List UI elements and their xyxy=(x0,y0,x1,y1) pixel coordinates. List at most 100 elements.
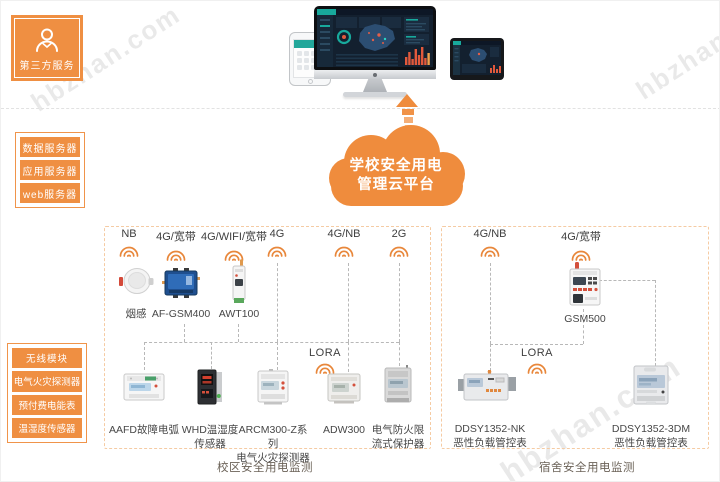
up-arrow-icon xyxy=(396,94,418,107)
module-legend-group: 无线模块 电气火灾探测器 预付费电能表 温湿度传感器 xyxy=(7,343,87,443)
connector-line xyxy=(238,324,239,342)
wifi-signal-icon xyxy=(267,246,287,257)
device-label-line2: 传感器 xyxy=(194,438,226,450)
signal-4g-broadband-dorm: 4G/宽带 xyxy=(536,228,626,267)
signal-label: 2G xyxy=(391,228,407,240)
third-party-label: 第三方服务 xyxy=(19,61,75,72)
lora-badge-dorm: LORA xyxy=(507,347,567,380)
dorm-zone-box xyxy=(441,226,709,449)
module-chip-wireless: 无线模块 xyxy=(12,348,82,369)
device-label-arcm300: ARCM300-Z系列 电气火灾探测器 xyxy=(235,423,311,465)
af-gsm400-device-image xyxy=(162,268,200,298)
third-party-inner-frame: 第三方服务 xyxy=(14,18,80,78)
wifi-signal-icon xyxy=(224,250,244,261)
signal-label: 4G/WIFI/宽带 xyxy=(201,231,267,243)
device-label-line2: 恶性负载管控表 xyxy=(614,437,688,449)
signal-label: 4G/NB xyxy=(473,228,507,240)
horizontal-divider xyxy=(1,108,719,109)
server-chip-data: 数据服务器 xyxy=(20,137,80,157)
user-icon xyxy=(36,28,58,52)
connector-bus-line xyxy=(144,342,399,343)
connector-line xyxy=(184,324,185,342)
awt100-device-image xyxy=(232,259,246,303)
wifi-signal-icon xyxy=(527,363,547,374)
lora-label: LORA xyxy=(521,347,553,359)
device-label-gsm500: GSM500 xyxy=(564,313,606,325)
brand-logo-dot xyxy=(373,72,377,77)
connector-line xyxy=(599,280,655,281)
connector-line xyxy=(583,309,584,344)
adw300-device-image xyxy=(327,373,361,404)
phone-app-header xyxy=(294,40,326,48)
signal-nb: NB xyxy=(84,228,174,263)
device-label-ddsy1352-nk: DDSY1352-NK 恶性负载管控表 xyxy=(445,422,535,450)
campus-zone-caption: 校区安全用电监测 xyxy=(217,462,313,474)
connector-line xyxy=(490,263,491,344)
signal-label: 4G xyxy=(269,228,285,240)
device-label-line1: ADW300 xyxy=(322,424,365,436)
signal-4g-broadband: 4G/宽带 xyxy=(131,228,221,267)
connector-line xyxy=(655,280,656,366)
connector-line xyxy=(348,342,349,372)
signal-label: 4G/宽带 xyxy=(561,231,601,243)
device-label-line2: 流式保护器 xyxy=(371,438,425,450)
connector-line xyxy=(211,342,212,369)
cloud-shape xyxy=(329,125,465,206)
signal-label: NB xyxy=(121,228,137,240)
connector-line xyxy=(144,342,145,370)
monitor-screen xyxy=(314,6,436,70)
server-chip-app: 应用服务器 xyxy=(20,160,80,180)
signal-4g-nb-dorm: 4G/NB xyxy=(445,228,535,263)
device-label-line1: ARCM300-Z系列 xyxy=(238,424,308,450)
device-label-line2: 电气火灾探测器 xyxy=(236,452,310,464)
connector-line xyxy=(348,263,349,342)
device-label-limiting-protector: 电气防火限 流式保护器 xyxy=(360,423,436,451)
wifi-signal-icon xyxy=(119,246,139,257)
monitor-device-image xyxy=(314,6,436,97)
cloud-platform-title: 学校安全用电 管理云平台 xyxy=(319,157,473,195)
device-label-awt100: AWT100 xyxy=(218,308,260,320)
device-label-line1: DDSY1352-NK xyxy=(454,423,526,435)
connector-bus-line xyxy=(490,344,583,345)
monitor-stand xyxy=(363,79,387,92)
arcm300-device-image xyxy=(257,369,289,405)
connector-line xyxy=(490,344,491,371)
connector-line xyxy=(399,342,400,366)
dorm-zone-caption: 宿舍安全用电监测 xyxy=(539,462,635,474)
device-label-line1: DDSY1352-3DM xyxy=(611,423,691,435)
connector-line xyxy=(277,263,278,342)
device-label-line1: WHD温湿度 xyxy=(181,424,239,436)
monitor-chin xyxy=(314,70,436,79)
campus-zone-box xyxy=(104,226,431,449)
current-limiting-protector-image xyxy=(384,365,412,403)
lora-badge-campus: LORA xyxy=(295,347,355,380)
device-label-aafd: AAFD故障电弧 xyxy=(106,423,182,437)
ddsy1352-nk-device-image xyxy=(458,370,516,401)
signal-4g: 4G xyxy=(232,228,322,263)
cloud-title-line2: 管理云平台 xyxy=(357,177,435,193)
tablet-device-image xyxy=(450,38,504,80)
device-label-whd: WHD温湿度 传感器 xyxy=(172,423,248,451)
signal-4g-nb: 4G/NB xyxy=(299,228,389,263)
arrow-tail-segment xyxy=(402,109,414,115)
connector-line xyxy=(399,263,400,342)
device-label-smoke: 烟感 xyxy=(125,308,147,320)
module-chip-temp-humidity: 温湿度传感器 xyxy=(12,417,82,438)
phone-home-button xyxy=(307,78,313,84)
lora-label: LORA xyxy=(309,347,341,359)
monitor-base xyxy=(343,92,407,97)
device-label-line1: 电气防火限 xyxy=(371,424,425,436)
wifi-signal-icon xyxy=(389,246,409,257)
device-label-line1: AAFD故障电弧 xyxy=(108,424,179,436)
third-party-service-box: 第三方服务 xyxy=(11,15,83,81)
signal-label: 4G/NB xyxy=(327,228,361,240)
aafd-device-image xyxy=(123,373,165,401)
signal-4g-wifi-broadband: 4G/WIFI/宽带 xyxy=(189,228,279,267)
signal-2g: 2G xyxy=(354,228,444,263)
server-chip-web: web服务器 xyxy=(20,183,80,203)
wifi-signal-icon xyxy=(480,246,500,257)
smoke-detector-image xyxy=(119,268,154,294)
watermark-text: hbzhan.com xyxy=(630,0,720,106)
signal-label: 4G/宽带 xyxy=(156,231,196,243)
